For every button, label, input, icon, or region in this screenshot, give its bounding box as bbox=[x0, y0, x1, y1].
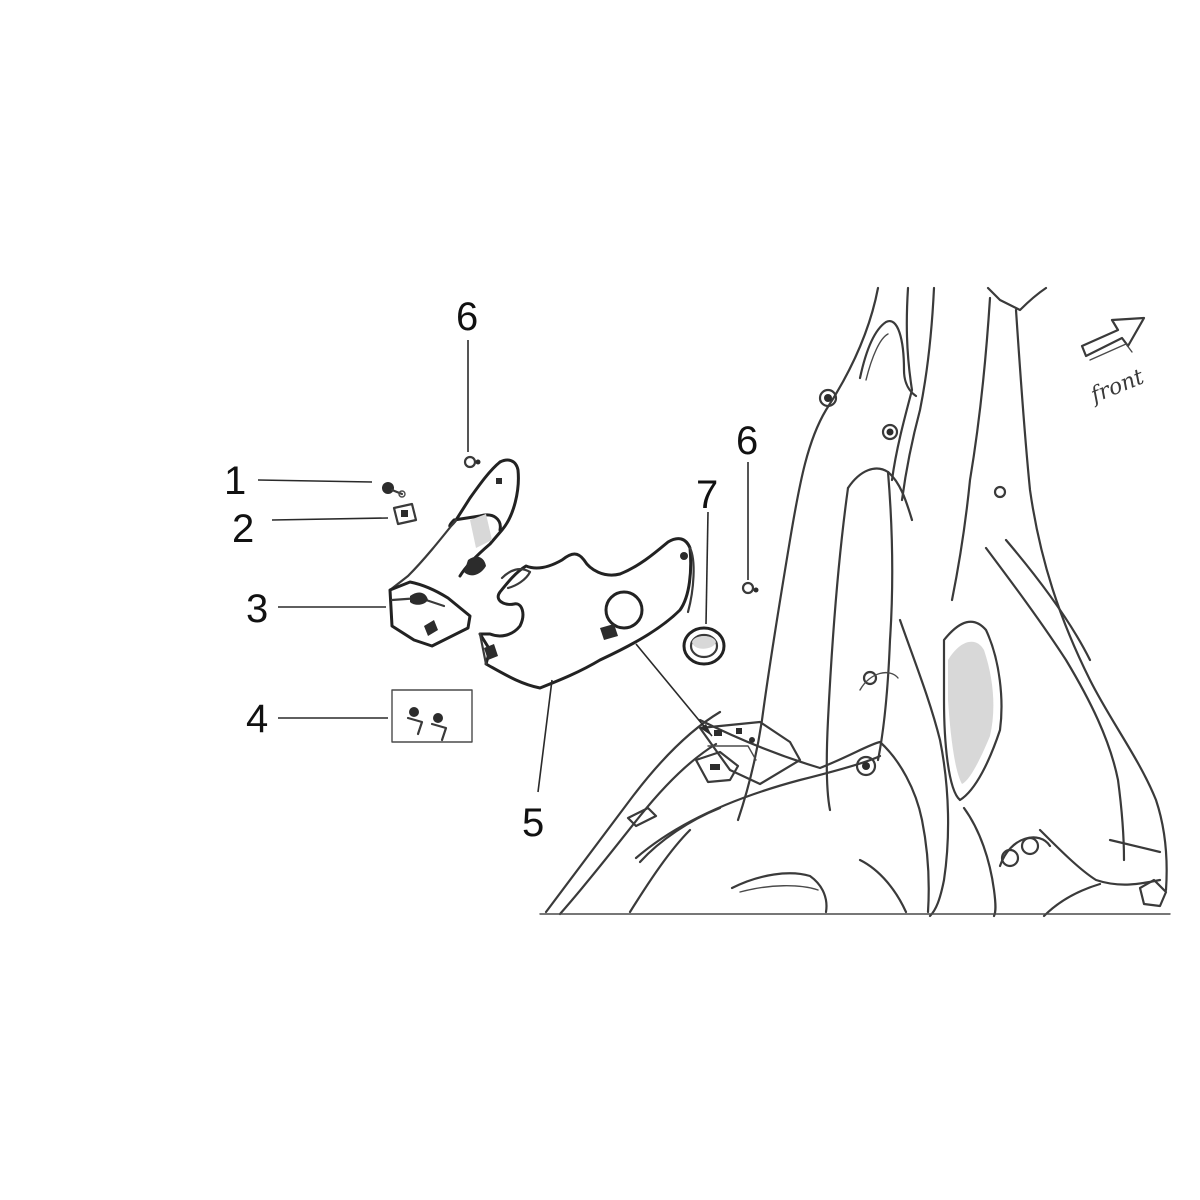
scooter-frame bbox=[539, 286, 1171, 918]
leader-2 bbox=[271, 517, 389, 521]
callout-5: 5 bbox=[522, 801, 544, 845]
front-direction-indicator: front bbox=[1080, 316, 1148, 410]
callouts: 1 2 3 4 5 6 6 7 bbox=[224, 295, 758, 845]
leader-arrow-head bbox=[700, 724, 712, 736]
callout-3: 3 bbox=[246, 587, 268, 631]
leader-7 bbox=[705, 511, 709, 625]
leader-1 bbox=[257, 479, 373, 483]
leader-lines bbox=[257, 340, 749, 793]
callout-2: 2 bbox=[232, 507, 254, 551]
part-5-panel bbox=[478, 537, 695, 690]
part-6-fastener-right bbox=[741, 581, 759, 595]
callout-1: 1 bbox=[224, 459, 246, 503]
part-4-fastener-kit bbox=[391, 689, 473, 743]
front-label: front bbox=[1085, 365, 1147, 410]
leader-5 bbox=[537, 679, 553, 793]
arrow-icon bbox=[1080, 316, 1146, 358]
leader-5-to-frame bbox=[635, 643, 713, 737]
callout-4: 4 bbox=[246, 697, 268, 741]
part-3-bracket bbox=[388, 458, 520, 648]
part-2-clip-nut bbox=[392, 502, 418, 526]
part-6-fastener-top bbox=[463, 455, 481, 469]
callout-6-right: 6 bbox=[736, 419, 758, 463]
part-7-grommet bbox=[682, 626, 726, 666]
callout-7: 7 bbox=[696, 473, 718, 517]
callout-6-top: 6 bbox=[456, 295, 478, 339]
part-1-screw bbox=[382, 482, 406, 498]
